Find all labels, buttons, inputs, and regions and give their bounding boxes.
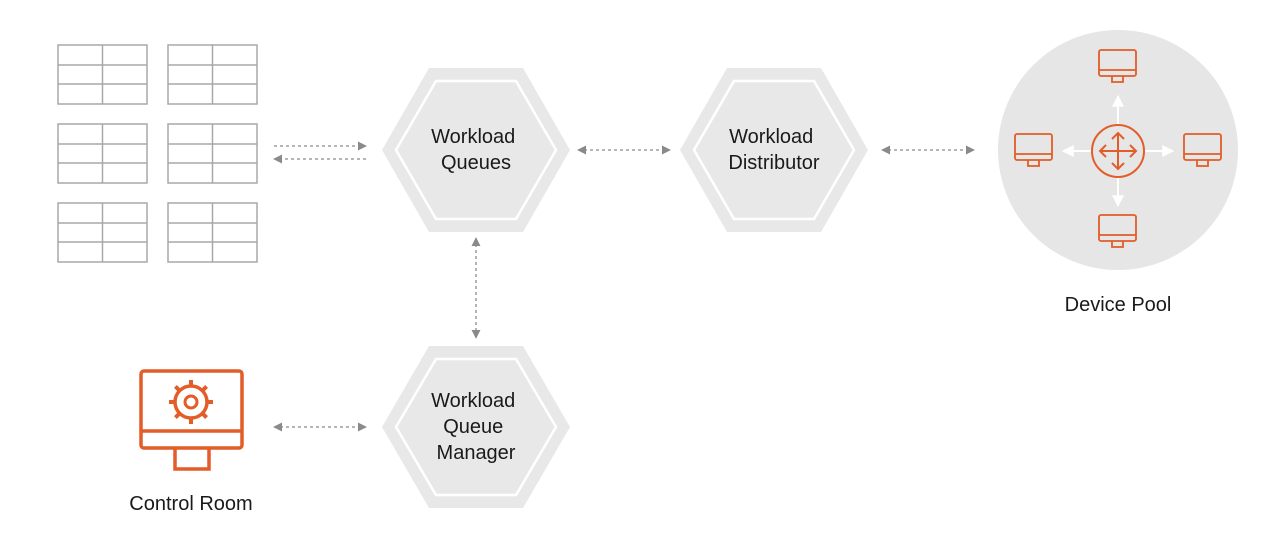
- table-grid-icon: [57, 123, 148, 184]
- queue-tables: [57, 44, 258, 263]
- hub-arrows: [1061, 94, 1175, 208]
- hexagon-inner-border: [394, 79, 558, 221]
- hexagon-outer: [680, 68, 868, 232]
- svg-text:Workload Queues: Workload Queues: [431, 126, 521, 174]
- monitor-icon: [1183, 133, 1222, 167]
- workload-queues-node: Workload Queues: [382, 68, 570, 232]
- device-pool-label: Device Pool: [1065, 294, 1172, 316]
- workload-distributor-node: Workload Distributor: [680, 68, 868, 232]
- control-room-label: Control Room: [129, 493, 252, 515]
- move-arrows-icon: [1091, 124, 1145, 178]
- hexagon-outer: [382, 346, 570, 508]
- monitor-gear-icon: [139, 369, 244, 471]
- workload-queue-manager-label-line3: Manager: [437, 442, 516, 464]
- workload-queues-label-line1: Workload: [431, 126, 515, 148]
- workload-queue-manager-label-line2: Queue: [443, 416, 503, 438]
- hexagon-inner-border: [394, 357, 558, 497]
- device-pool: Device Pool: [998, 30, 1238, 316]
- workload-queue-manager-node: Workload Queue Manager: [382, 346, 570, 508]
- workload-distributor-label-line1: Workload: [729, 126, 813, 148]
- svg-text:Workload Queue Man: Workload Queue Manager: [431, 390, 521, 464]
- svg-text:Workload Distributor: Workload Distributor: [728, 126, 819, 174]
- connectors: [273, 141, 975, 432]
- monitor-icon: [1098, 49, 1137, 83]
- workload-queues-label-line2: Queues: [441, 152, 511, 174]
- control-room: Control Room: [129, 369, 253, 515]
- table-grid-icon: [167, 44, 258, 105]
- hexagon-inner-border: [692, 79, 856, 221]
- workload-distributor-label-line2: Distributor: [728, 152, 819, 174]
- hexagon-outer: [382, 68, 570, 232]
- workload-queue-manager-label-line1: Workload: [431, 390, 515, 412]
- table-grid-icon: [57, 44, 148, 105]
- monitor-icon: [1014, 133, 1053, 167]
- table-grid-icon: [167, 123, 258, 184]
- table-grid-icon: [167, 202, 258, 263]
- table-grid-icon: [57, 202, 148, 263]
- monitor-icon: [1098, 214, 1137, 248]
